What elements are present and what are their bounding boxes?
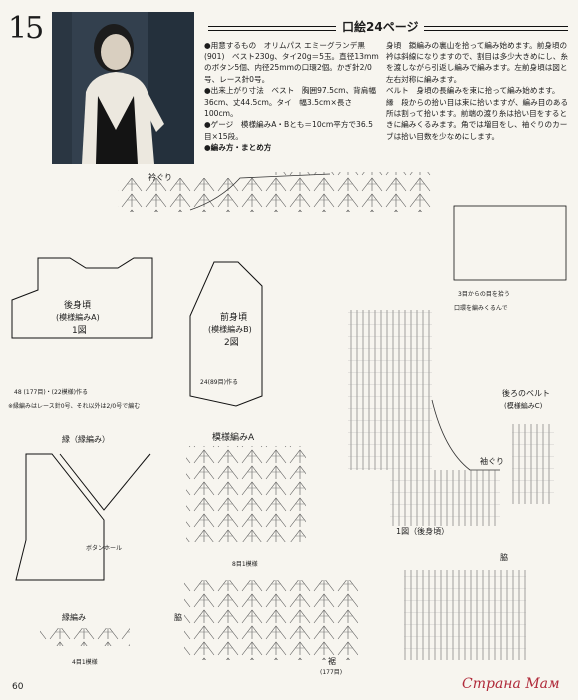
armhole-label: 衿ぐり	[148, 172, 172, 182]
side-label-right: 脇	[500, 553, 508, 562]
pattern-number: 15	[8, 11, 44, 46]
page-number: 60	[12, 682, 24, 692]
front-schematic: 前身頃 (模様編みB) 2図 24(89目)作る	[189, 261, 263, 407]
pattern-a-chart: 模様編みA 8目1模様 脇	[174, 431, 358, 660]
fig2-label: 2図	[224, 337, 239, 348]
edging-schematic: 縁（縁編み） ボタンホール 縁編み 4目1模様	[15, 434, 151, 666]
crochet-diagram: 衿ぐり 後身頃 (模様編みA) 1図 48 (177目)・(22模様)作る ※縁…	[8, 172, 567, 676]
back-pattern-label: (模様編みA)	[56, 312, 100, 322]
buttonhole-label: ボタンホール	[86, 544, 122, 552]
edging-pattern-label: 縁編み	[62, 612, 86, 622]
tie-and-belt: 3目からの目を拾う 口環を編みくるんで 後ろのベルト (模様編みC)	[453, 205, 567, 504]
back-belt-pattern-label: (模様編みC)	[504, 401, 543, 410]
repeat4-label: 4目1模様	[72, 658, 98, 666]
body-instructions: 身頃 鎖編みの裏山を拾って編み始めます。前身頃の衿は斜線になりますので、割目は多…	[386, 41, 568, 84]
sleeve-label: 袖ぐり	[480, 456, 504, 466]
needle-note: ※縁編みはレース針0号、それ以外は2/0号で編む	[8, 402, 140, 410]
belt-instructions: ベルト 身頃の長編みを束に拾って編み始めます。	[386, 86, 560, 96]
site-watermark: Страна Мам	[462, 676, 560, 692]
back-hem-label: 48 (177目)・(22模様)作る	[14, 388, 88, 396]
photo-figure	[52, 12, 194, 164]
materials-text: ●用意するもの オリムパス エミーグランデ黒(901) ベスト230g、タイ20…	[204, 41, 379, 84]
method-title: ●編み方・まとめ方	[204, 143, 272, 153]
edging-label: 縁（縁編み）	[62, 434, 110, 444]
edging-instructions: 縁 段からの拾い目は束に拾いますが、編み目のある所は割って拾います。前端の渡り糸…	[386, 98, 569, 141]
method-column: 身頃 鎖編みの裏山を拾って編み始めます。前身頃の衿は斜線になりますので、割目は多…	[386, 40, 572, 142]
picot-label: 3目からの目を拾う	[458, 290, 510, 298]
materials-column: ●用意するもの オリムパス エミーグランデ黒(901) ベスト230g、タイ20…	[204, 40, 380, 154]
repeat8-label: 8目1模様	[232, 560, 258, 568]
ring-label: 口環を編みくるんで	[454, 304, 508, 312]
title-bar: 口絵24ページ	[208, 14, 568, 40]
page-title: 口絵24ページ	[336, 18, 425, 35]
front-pattern-label: (模様編みB)	[208, 324, 252, 334]
side-label-left: 脇	[174, 613, 182, 622]
front-label: 前身頃	[220, 311, 247, 323]
hem-label: 裾	[328, 656, 336, 666]
back-label: 後身頃	[64, 299, 91, 311]
back-belt-label: 後ろのベルト	[502, 388, 550, 398]
finished-size-text: ●出来上がり寸法 ベスト 胸囲97.5cm、背肩幅36cm、丈44.5cm。タイ…	[204, 86, 376, 118]
back-schematic: 後身頃 (模様編みA) 1図 48 (177目)・(22模様)作る ※縁編みはレ…	[8, 257, 153, 410]
front-count-label: 24(89目)作る	[200, 378, 238, 386]
top-edge-chart: 衿ぐり	[118, 172, 432, 212]
gauge-text: ●ゲージ 模様編みA・Bとも＝10cm平方で36.5目×15段。	[204, 120, 373, 141]
main-stitch-chart: 袖ぐり 1図（後身頃） 脇 裾 (177目)	[320, 310, 526, 676]
model-photo	[52, 12, 194, 164]
fig1-back-label: 1図（後身頃）	[396, 526, 449, 536]
pattern-a-label: 模様編みA	[212, 431, 255, 443]
fig1-label: 1図	[72, 325, 87, 336]
hem-count-label: (177目)	[320, 669, 342, 676]
